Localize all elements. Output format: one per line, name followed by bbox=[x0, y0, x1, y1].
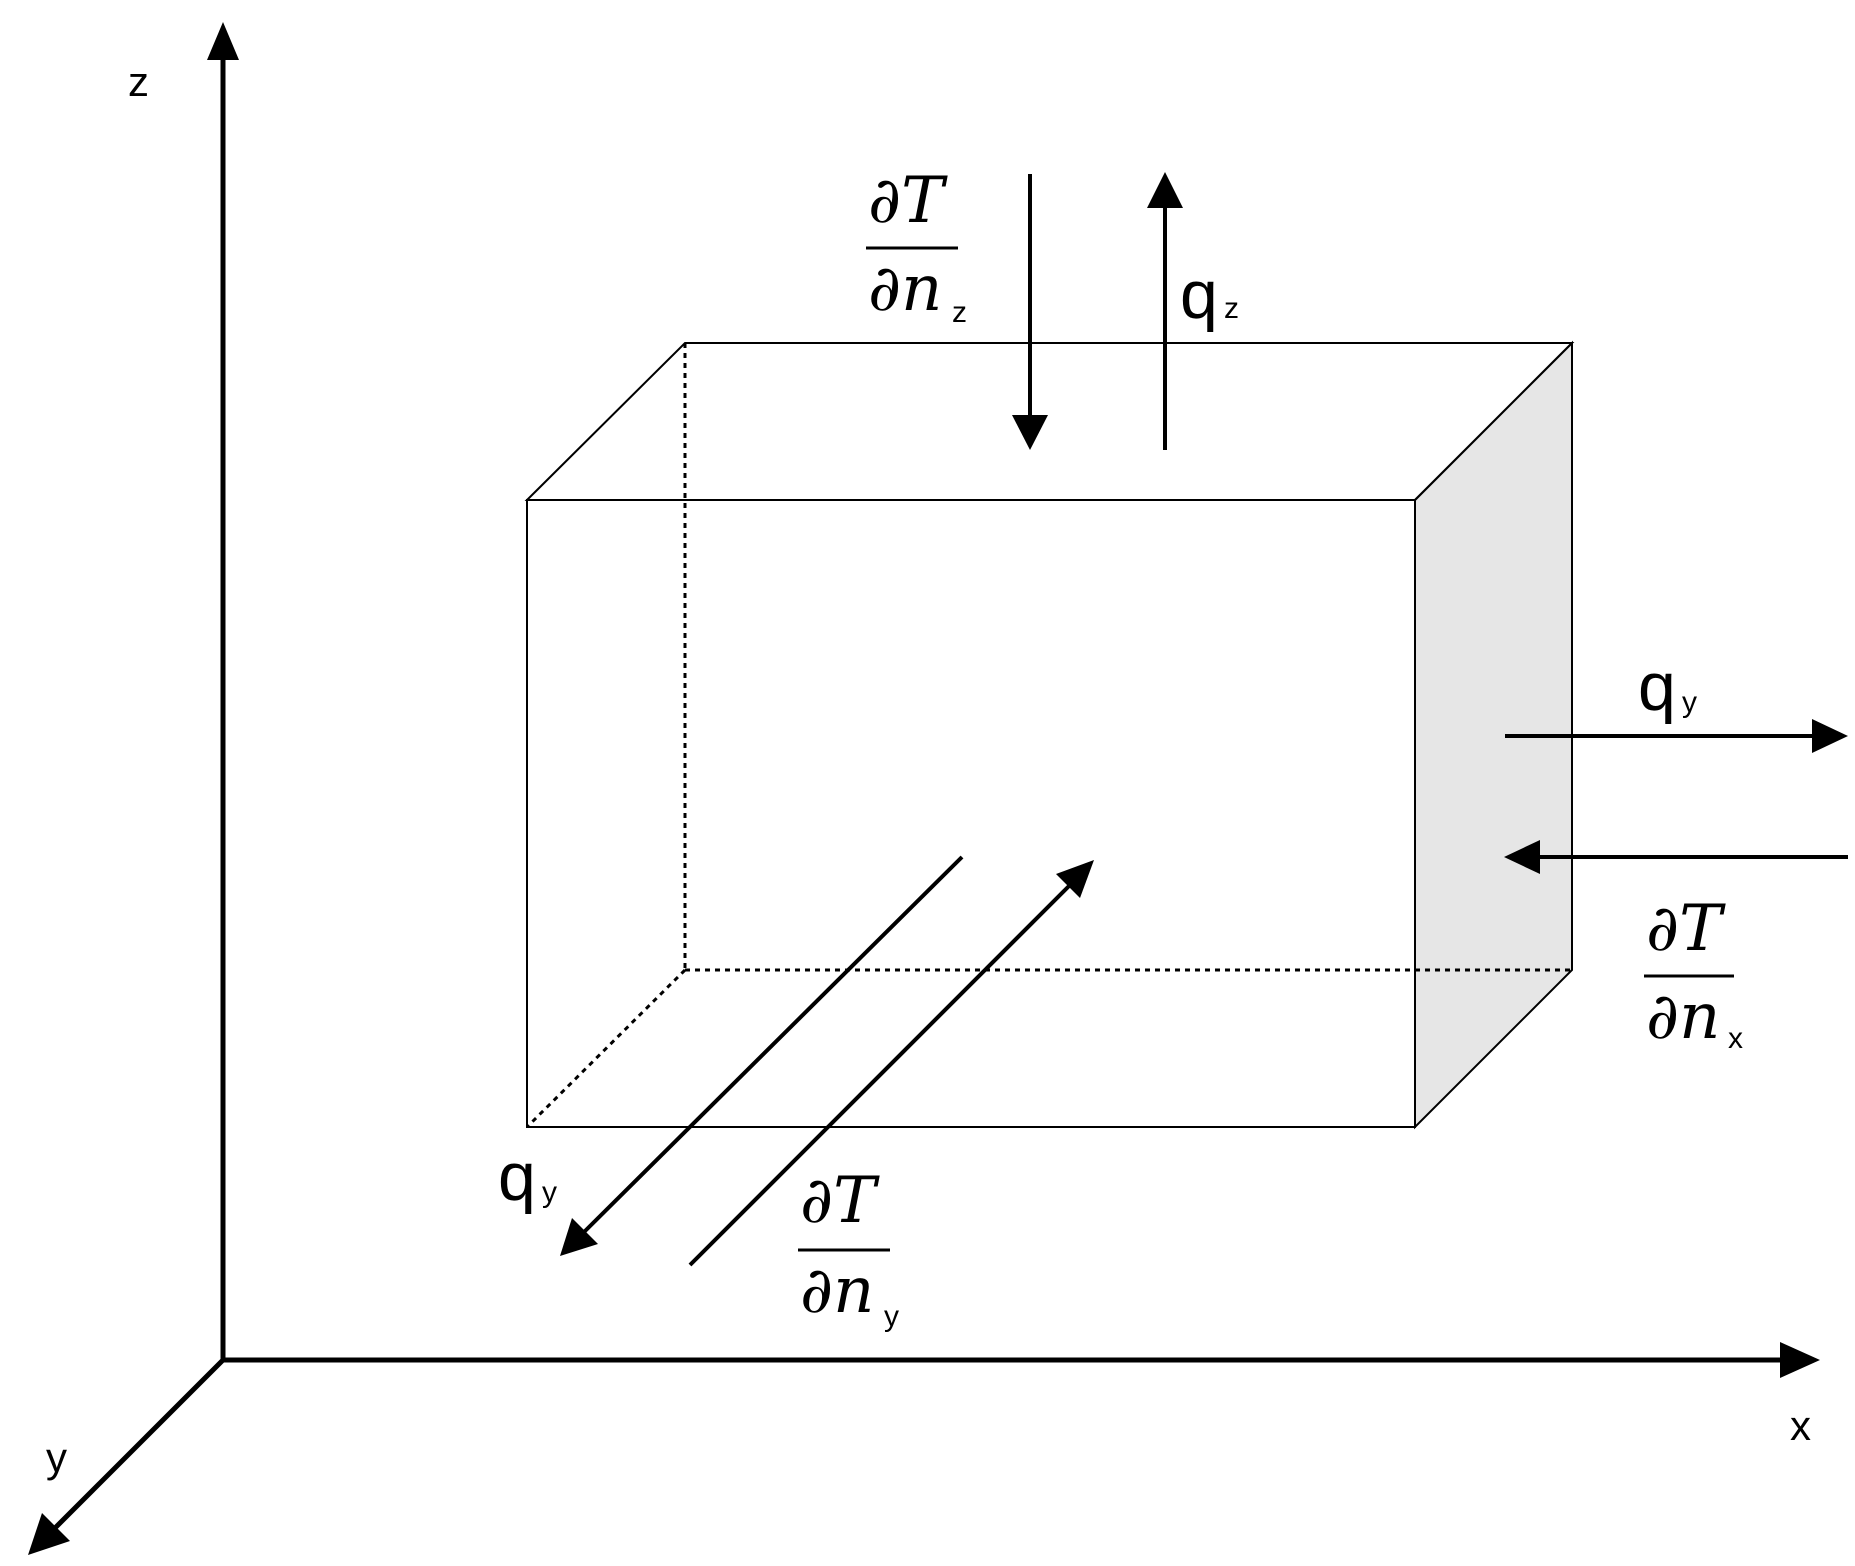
dT-dnx-denominator: ∂n bbox=[1646, 980, 1720, 1054]
dT-dnx-arrowhead bbox=[1504, 840, 1540, 874]
dT-dnx-numerator: ∂T bbox=[1646, 892, 1726, 966]
z-axis-label: z bbox=[128, 58, 149, 105]
qy-right-symbol: q bbox=[1638, 649, 1676, 725]
qz-symbol: q bbox=[1180, 257, 1218, 333]
coordinate-axes: z x y bbox=[28, 22, 1820, 1555]
right-flux-arrows bbox=[1504, 719, 1848, 874]
x-axis-label: x bbox=[1790, 1402, 1811, 1449]
dT-dnx-fraction: ∂T ∂n x bbox=[1644, 892, 1743, 1055]
qy-depth-arrowhead bbox=[560, 1218, 598, 1256]
qy-bottom-subscript: y bbox=[542, 1176, 557, 1209]
control-volume-box bbox=[524, 340, 1575, 1130]
dT-dny-numerator: ∂T bbox=[800, 1164, 880, 1238]
dT-dny-subscript: y bbox=[884, 1300, 899, 1333]
y-axis-arrowhead bbox=[28, 1513, 70, 1555]
dT-dnz-fraction: ∂T ∂n z bbox=[866, 164, 967, 329]
qy-right-arrowhead bbox=[1812, 719, 1848, 753]
dT-dny-arrow bbox=[688, 878, 1077, 1267]
dT-dnx-subscript: x bbox=[1728, 1022, 1743, 1055]
qz-subscript: z bbox=[1224, 292, 1239, 325]
z-axis-arrowhead bbox=[207, 22, 239, 60]
y-axis bbox=[43, 1358, 225, 1540]
qz-label: q z bbox=[1180, 257, 1239, 333]
qz-arrowhead bbox=[1147, 172, 1183, 208]
dT-dnz-arrowhead bbox=[1012, 415, 1048, 450]
box-hidden-edge-depth bbox=[525, 968, 687, 1129]
x-axis-arrowhead bbox=[1780, 1342, 1820, 1378]
dT-dnz-subscript: z bbox=[952, 296, 967, 329]
depth-flux-arrows bbox=[560, 855, 1094, 1267]
top-flux-arrows bbox=[1012, 172, 1183, 450]
qy-bottom-symbol: q bbox=[498, 1139, 536, 1215]
qy-right-subscript: y bbox=[1682, 686, 1697, 719]
dT-dnz-denominator: ∂n bbox=[868, 252, 942, 326]
qy-right-label: q y bbox=[1638, 649, 1697, 725]
qy-bottom-label: q y bbox=[498, 1139, 557, 1215]
qy-depth-arrow bbox=[576, 855, 964, 1240]
dT-dnz-numerator: ∂T bbox=[868, 164, 948, 238]
dT-dny-fraction: ∂T ∂n y bbox=[798, 1164, 899, 1333]
box-front-face bbox=[526, 499, 1416, 1128]
dT-dny-denominator: ∂n bbox=[800, 1254, 874, 1328]
dT-dny-arrowhead bbox=[1056, 860, 1094, 898]
y-axis-label: y bbox=[46, 1434, 67, 1481]
